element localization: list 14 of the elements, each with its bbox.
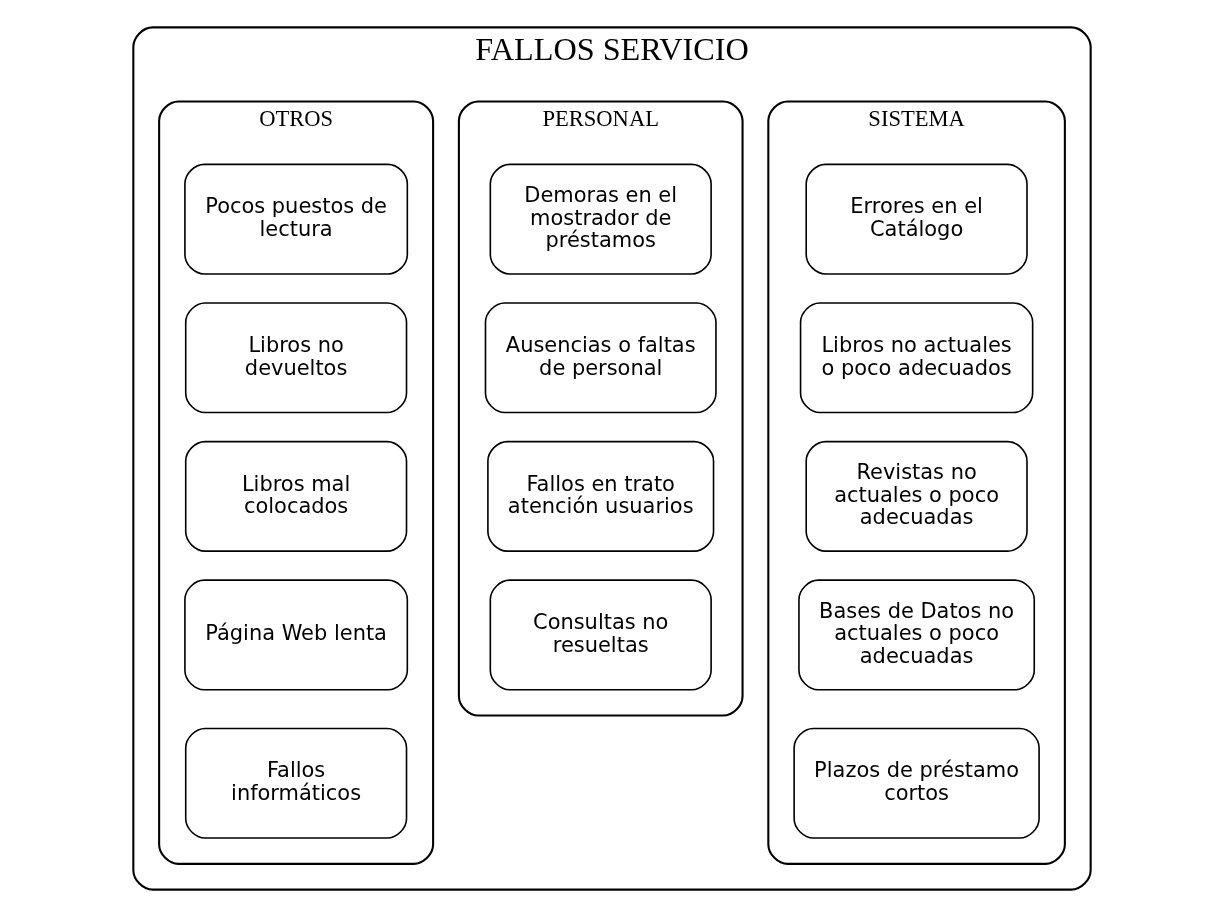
node-box: Ausencias o faltas de personal	[484, 302, 717, 414]
node-box: Libros no devueltos	[184, 302, 407, 414]
node-box: Plazos de préstamo cortos	[792, 727, 1040, 839]
node-box: Libros mal colocados	[184, 440, 407, 552]
node-box: Errores en el Catálogo	[804, 163, 1028, 275]
node-box: Demoras en el mostrador de préstamos	[489, 163, 712, 275]
node-box: Página Web lenta	[183, 579, 408, 691]
node-box: Libros no actuales o poco adecuados	[799, 302, 1033, 414]
node-box: Fallos informáticos	[184, 727, 407, 839]
node-box: Revistas no actuales o poco adecuadas	[804, 440, 1028, 552]
node-box: Pocos puestos de lectura	[183, 163, 408, 275]
node-box: Consultas no resueltas	[489, 579, 712, 691]
node-box: Fallos en trato atención usuarios	[486, 440, 714, 552]
node-box: Bases de Datos no actuales o poco adecuadas	[797, 579, 1035, 691]
